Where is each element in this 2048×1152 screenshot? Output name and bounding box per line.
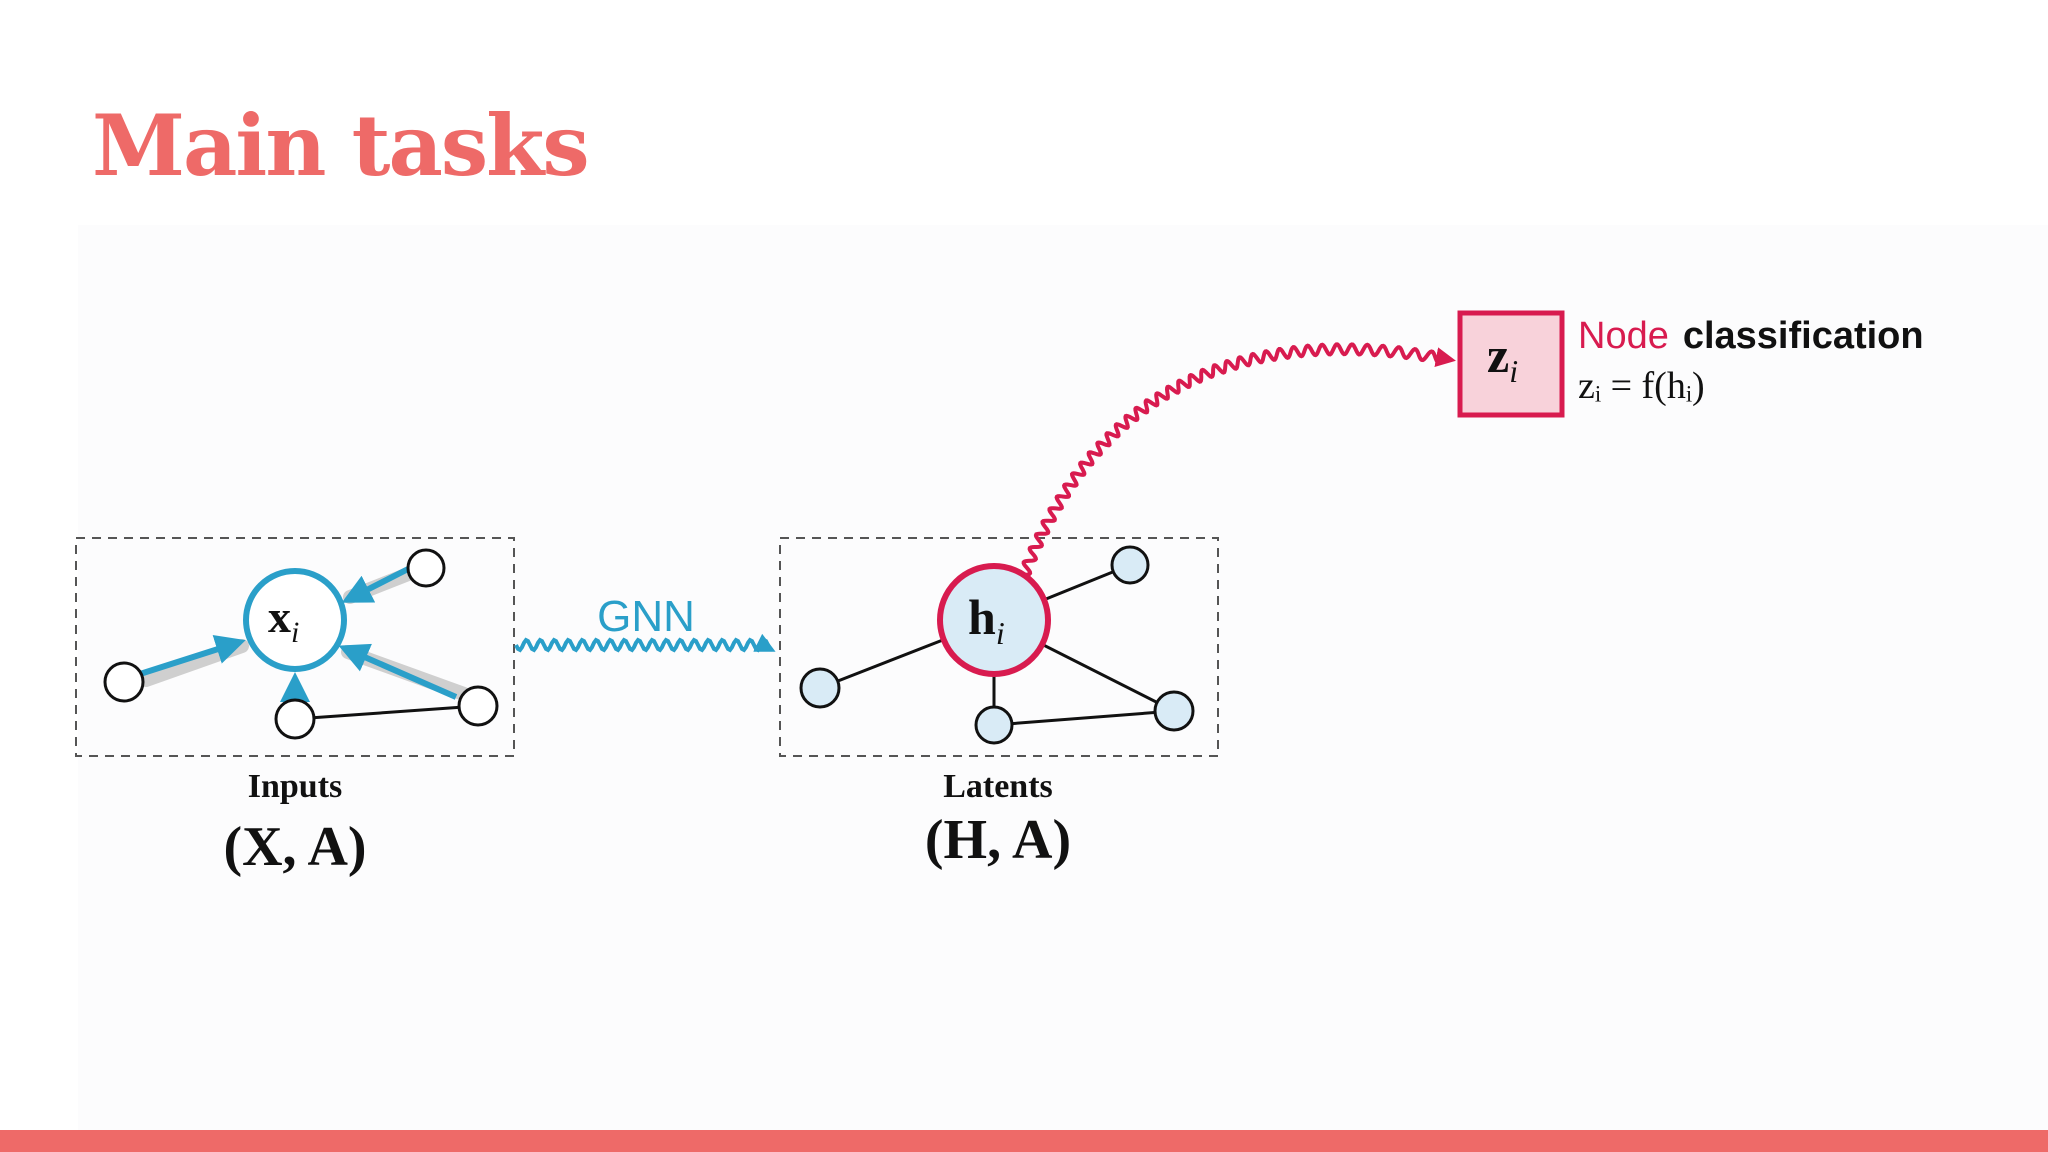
output-box [1457, 310, 1565, 418]
input-node-label: xi [268, 591, 299, 649]
output-box-label: zi [1487, 327, 1518, 389]
inputs-formula: (X, A) [223, 816, 366, 878]
latents-caption: Latents [943, 768, 1053, 805]
latent-neighbour-nodes [799, 545, 1195, 745]
classification-wavy-arrow [1021, 342, 1456, 577]
latent-center-node [937, 563, 1051, 677]
input-edge [294, 704, 479, 721]
input-center-node [243, 568, 347, 672]
gnn-label: GNN [597, 592, 695, 641]
message-arrows [139, 564, 458, 702]
task-equation: zᵢ = f(hᵢ) [1578, 365, 1705, 407]
latents-dashed-box [779, 537, 1219, 757]
input-neighbour-nodes [103, 548, 499, 740]
latent-node-label: hi [968, 589, 1005, 651]
inputs-dashed-box [75, 537, 515, 757]
gnn-wavy-arrow [514, 633, 776, 653]
bottom-accent-bar [0, 1130, 2048, 1152]
latents-formula: (H, A) [925, 809, 1071, 871]
inputs-caption: Inputs [248, 768, 343, 805]
slide-title: Main tasks [92, 96, 590, 195]
